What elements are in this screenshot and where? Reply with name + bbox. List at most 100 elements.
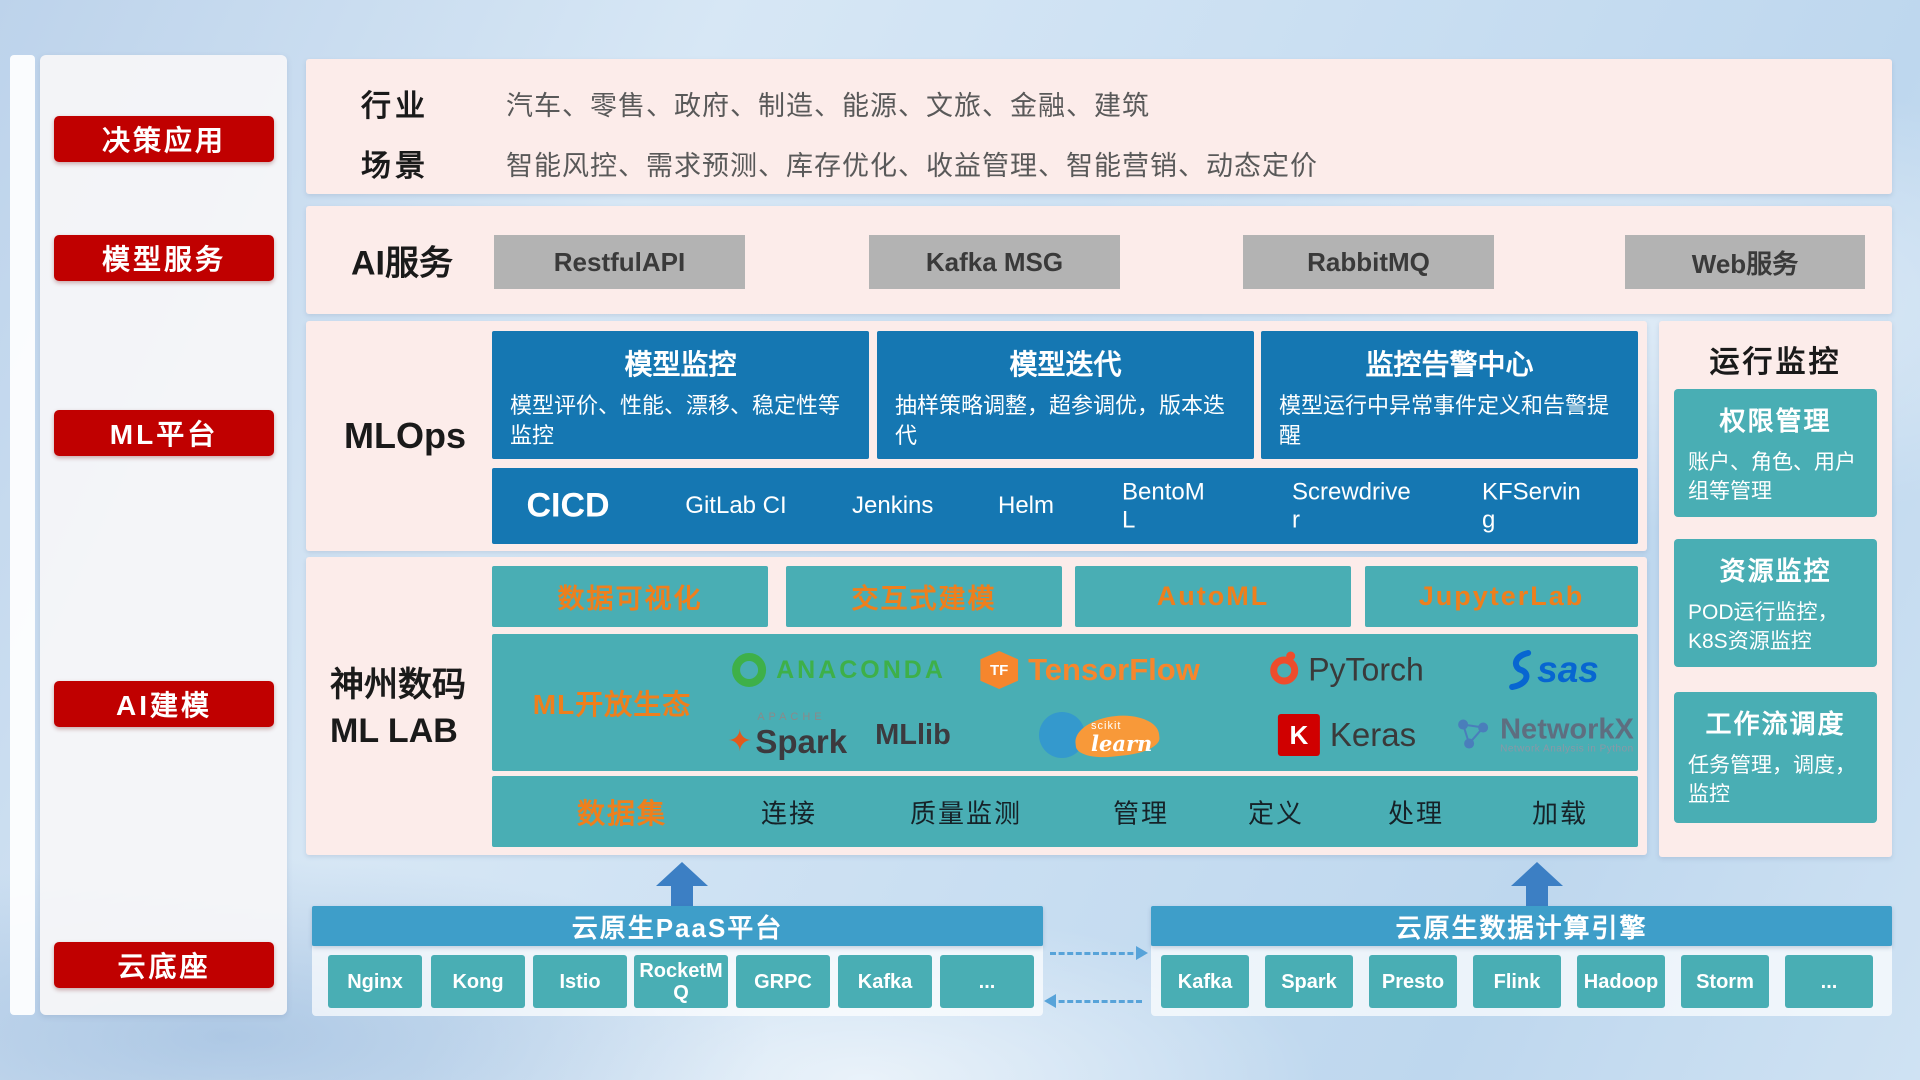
- mllab-label: 神州数码 ML LAB: [330, 663, 466, 755]
- industry-label: 行业: [361, 90, 429, 123]
- engine-spark: Spark: [1265, 955, 1353, 1008]
- card-alert-center: 监控告警中心 模型运行中异常事件定义和告警提醒: [1261, 331, 1638, 459]
- card-model-monitoring: 模型监控 模型评价、性能、漂移、稳定性等监控: [492, 331, 869, 459]
- cicd-gitlab: GitLab CI: [685, 492, 787, 519]
- dataset-load: 加载: [1531, 798, 1589, 828]
- dashed-arrow-right: [1050, 946, 1148, 960]
- cicd-screwdriver: Screwdriver: [1292, 478, 1411, 533]
- up-arrow-left: [656, 862, 708, 906]
- mllab-panel: 神州数码 ML LAB 数据可视化 交互式建模 AutoML JupyterLa…: [306, 557, 1647, 855]
- runtime-monitor-panel: 运行监控 权限管理 账户、角色、用户组等管理 资源监控 POD运行监控，K8S资…: [1659, 321, 1892, 857]
- service-web: Web服务: [1625, 235, 1865, 289]
- up-arrow-right: [1511, 862, 1563, 906]
- cicd-helm: Helm: [997, 492, 1055, 519]
- networkx-icon: [1458, 720, 1489, 749]
- scikit-learn-logo: scikit learn: [1039, 709, 1165, 761]
- dataset-bar: 数据集 连接 质量监测 管理 定义 处理 加载: [492, 776, 1638, 847]
- mllab-label-line2: ML LAB: [330, 711, 458, 750]
- paas-kong: Kong: [431, 955, 525, 1008]
- layer-label-ai-modeling: AI建模: [54, 681, 274, 727]
- service-restfulapi: RestfulAPI: [494, 235, 745, 289]
- sas-wordmark: sas: [1537, 649, 1599, 690]
- tensorflow-wordmark: TensorFlow: [1028, 652, 1200, 687]
- tool-jupyterlab: JupyterLab: [1365, 566, 1638, 627]
- card-desc: 账户、角色、用户组等管理: [1688, 451, 1856, 504]
- card-workflow-scheduler: 工作流调度 任务管理，调度，监控: [1674, 692, 1877, 823]
- sas-swoosh-icon: [1509, 650, 1532, 690]
- dataset-quality: 质量监测: [909, 798, 1023, 828]
- engine-header: 云原生数据计算引擎: [1151, 906, 1892, 946]
- monitor-title: 运行监控: [1709, 346, 1842, 379]
- cicd-jenkins: Jenkins: [852, 492, 934, 520]
- paas-grpc: GRPC: [736, 955, 830, 1008]
- card-resource-monitor: 资源监控 POD运行监控，K8S资源监控: [1674, 539, 1877, 667]
- pytorch-logo: PyTorch: [1270, 651, 1424, 689]
- pytorch-wordmark: PyTorch: [1308, 651, 1424, 688]
- engine-storm: Storm: [1681, 955, 1769, 1008]
- tensorflow-logo: TF TensorFlow: [980, 651, 1200, 689]
- layer-label-ml-platform: ML平台: [54, 410, 274, 456]
- card-desc: 模型评价、性能、漂移、稳定性等监控: [510, 393, 841, 448]
- sas-logo: sas: [1507, 648, 1599, 692]
- dataset-connect: 连接: [760, 798, 818, 828]
- paas-istio: Istio: [533, 955, 627, 1008]
- cicd-bentoml: BentoML: [1122, 478, 1205, 533]
- anaconda-icon: [732, 653, 767, 687]
- tool-interactive-modeling: 交互式建模: [786, 566, 1062, 627]
- cicd-label: CICD: [526, 486, 610, 525]
- ml-ecosystem-box: ML开放生态 ANACONDA TF TensorFlow PyTorch sa…: [492, 634, 1638, 771]
- mlops-label: MLOps: [344, 415, 466, 456]
- card-title: 监控告警中心: [1365, 349, 1534, 380]
- keras-logo: K Keras: [1277, 714, 1417, 756]
- pytorch-icon: [1270, 651, 1299, 684]
- mllib-wordmark: MLlib: [875, 718, 951, 751]
- engine-flink: Flink: [1473, 955, 1561, 1008]
- learn-label: learn: [1091, 731, 1153, 756]
- engine-hadoop: Hadoop: [1577, 955, 1665, 1008]
- mlops-panel: MLOps 模型监控 模型评价、性能、漂移、稳定性等监控 模型迭代 抽样策略调整…: [306, 321, 1647, 551]
- spark-mllib-logo: APACHE Spark MLlib: [727, 712, 951, 759]
- networkx-logo: NetworkX Network Analysis in Python: [1456, 713, 1634, 756]
- card-title: 模型迭代: [1009, 349, 1122, 380]
- spark-star-icon: [727, 727, 755, 757]
- paas-header: 云原生PaaS平台: [312, 906, 1043, 946]
- cicd-kfserving: KFServing: [1482, 478, 1581, 533]
- ai-service-label: AI服务: [351, 244, 453, 283]
- dataset-manage: 管理: [1112, 798, 1170, 828]
- engine-presto: Presto: [1369, 955, 1457, 1008]
- layer-label-decision-apps: 决策应用: [54, 116, 274, 162]
- service-rabbitmq: RabbitMQ: [1243, 235, 1494, 289]
- spark-wordmark: APACHE Spark: [727, 712, 847, 759]
- cicd-bar: CICD GitLab CI Jenkins Helm BentoML Scre…: [492, 468, 1638, 544]
- networkx-wordmark: NetworkX Network Analysis in Python: [1500, 713, 1634, 755]
- dataset-label: 数据集: [576, 797, 668, 829]
- keras-wordmark: Keras: [1329, 716, 1417, 753]
- left-accent-strip: [10, 55, 35, 1015]
- card-desc: 任务管理，调度，监控: [1688, 754, 1856, 807]
- industry-panel: 行业 汽车、零售、政府、制造、能源、文旅、金融、建筑 场景 智能风控、需求预测、…: [306, 59, 1892, 194]
- engine-kafka: Kafka: [1161, 955, 1249, 1008]
- keras-icon: K: [1277, 714, 1320, 756]
- scikit-label: scikit: [1091, 720, 1122, 732]
- paas-rocketmq: RocketMQ: [634, 955, 728, 1008]
- industry-values: 汽车、零售、政府、制造、能源、文旅、金融、建筑: [506, 91, 1150, 121]
- dataset-define: 定义: [1247, 798, 1305, 828]
- tool-automl: AutoML: [1075, 566, 1351, 627]
- layer-label-cloud-base: 云底座: [54, 942, 274, 988]
- card-title: 模型监控: [624, 349, 737, 380]
- scenario-label: 场景: [361, 150, 429, 183]
- tensorflow-icon: TF: [980, 651, 1019, 689]
- ecosystem-label: ML开放生态: [532, 688, 692, 720]
- anaconda-logo: ANACONDA: [732, 653, 946, 687]
- paas-kafka: Kafka: [838, 955, 932, 1008]
- service-kafka-msg: Kafka MSG: [869, 235, 1120, 289]
- paas-more: ...: [940, 955, 1034, 1008]
- tool-data-visualization: 数据可视化: [492, 566, 768, 627]
- card-title: 资源监控: [1719, 556, 1832, 586]
- card-model-iteration: 模型迭代 抽样策略调整，超参调优，版本迭代: [877, 331, 1254, 459]
- paas-nginx: Nginx: [328, 955, 422, 1008]
- dashed-arrow-left: [1044, 994, 1142, 1008]
- card-permission-mgmt: 权限管理 账户、角色、用户组等管理: [1674, 389, 1877, 517]
- engine-more: ...: [1785, 955, 1873, 1008]
